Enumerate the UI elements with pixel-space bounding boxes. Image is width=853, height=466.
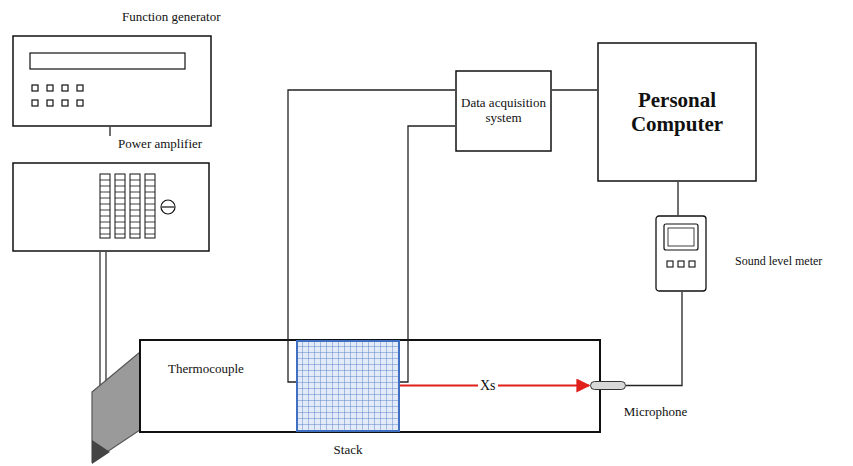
speaker-wire [105,252,106,388]
data-acquisition-box-text: Data acquisition system [461,96,546,126]
resonator-tube [140,340,600,432]
signal-wire [677,182,678,215]
function-generator: Function generator [12,8,252,127]
signal-wire [552,89,597,90]
signal-wire [288,90,455,382]
microphone-outline [590,381,626,390]
microphone: Microphone [588,379,698,420]
signal-wire [626,292,682,386]
stack: Stack [296,340,400,458]
sound-level-meter-outline [655,215,707,292]
loudspeaker-base [92,440,110,464]
function-generator-outline [12,35,212,127]
computer-box: Personal Computer [597,42,757,182]
box-outline [456,71,551,151]
thermocouple-label: Thermocouple [168,361,244,377]
stack-outline [296,340,400,432]
distance-label: Xs [478,378,498,394]
function-generator-text: Function generator [122,10,252,25]
computer-box-text: Personal Computer [607,88,747,136]
sound-level-meter: Sound level meter [655,215,850,292]
signal-wire [400,126,455,382]
power-amplifier-text: Power amplifier [118,137,242,152]
data-acquisition-box: Data acquisition system [455,70,552,152]
stack-text: Stack [296,443,400,458]
signal-wire [109,127,110,136]
speaker-wire [99,252,100,392]
microphone-text: Microphone [613,405,698,420]
sound-level-meter-text: Sound level meter [735,255,850,269]
power-amplifier-outline [12,162,210,252]
box-outline [598,43,756,181]
power-amplifier: Power amplifier [12,136,242,252]
